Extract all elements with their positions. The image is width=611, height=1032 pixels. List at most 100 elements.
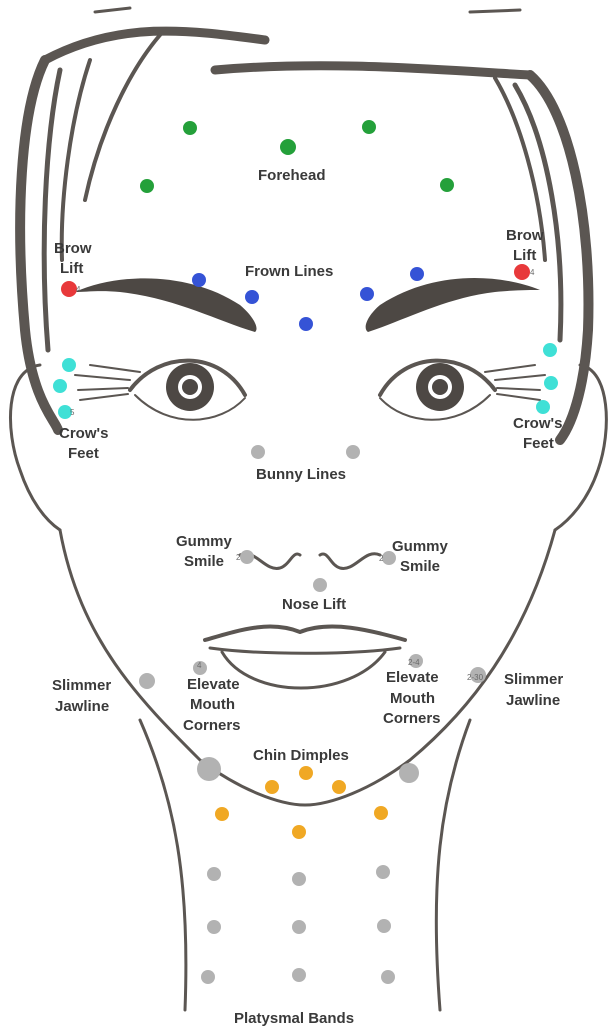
crows-feet-point[interactable] bbox=[543, 343, 557, 357]
hair-left-strand-3 bbox=[85, 35, 160, 200]
crows-feet-point[interactable] bbox=[536, 400, 550, 414]
chin-dimples-point[interactable] bbox=[332, 780, 346, 794]
lip-line bbox=[210, 648, 400, 653]
crows-feet-point[interactable] bbox=[62, 358, 76, 372]
platysmal-bands-point[interactable] bbox=[201, 970, 215, 984]
platysmal-bands-point[interactable] bbox=[381, 970, 395, 984]
label-frown-lines: Frown Lines bbox=[245, 263, 333, 280]
frown-point[interactable] bbox=[410, 267, 424, 281]
label-gummy-smile-left-line1: Gummy bbox=[176, 533, 233, 550]
brow-right-unit: 4 bbox=[530, 268, 535, 277]
hair-left-strand-1 bbox=[44, 70, 60, 350]
jaw-right-unit: 2-30 bbox=[467, 673, 484, 682]
label-crows-feet-left-line1: Crow's bbox=[59, 425, 108, 442]
chin-dimples-point[interactable] bbox=[292, 825, 306, 839]
eye-right bbox=[380, 361, 545, 420]
chin-dimples-point[interactable] bbox=[215, 807, 229, 821]
elevate-left-unit: 4 bbox=[197, 661, 202, 670]
label-gummy-smile-right-line2: Smile bbox=[400, 558, 440, 575]
gummy-left-unit: 2 bbox=[236, 553, 241, 562]
eyebrow-right bbox=[366, 278, 540, 332]
bunny-lines-point[interactable] bbox=[346, 445, 360, 459]
label-elevate-right-line3: Corners bbox=[383, 710, 441, 727]
label-elevate-right-line2: Mouth bbox=[390, 690, 435, 707]
label-slimmer-jawline-left-line2: Jawline bbox=[55, 698, 109, 715]
gummy-smile-point-left[interactable] bbox=[240, 550, 254, 564]
label-elevate-left-line3: Corners bbox=[183, 717, 241, 734]
chin-dimples-point[interactable] bbox=[299, 766, 313, 780]
frown-point[interactable] bbox=[299, 317, 313, 331]
hair-top-right bbox=[215, 66, 530, 75]
forehead-point[interactable] bbox=[440, 178, 454, 192]
label-gummy-smile-right-line1: Gummy bbox=[392, 538, 449, 555]
label-brow-lift-left-line2: Lift bbox=[60, 260, 83, 277]
upper-lip bbox=[205, 627, 405, 640]
platysmal-bands-point[interactable] bbox=[292, 920, 306, 934]
label-nose-lift: Nose Lift bbox=[282, 596, 346, 613]
brow-lift-point-left[interactable] bbox=[61, 281, 77, 297]
injection-points bbox=[53, 120, 558, 984]
brow-lift-point-right[interactable] bbox=[514, 264, 530, 280]
nose-lift-point[interactable] bbox=[313, 578, 327, 592]
label-elevate-left-line2: Mouth bbox=[190, 696, 235, 713]
forehead-point[interactable] bbox=[280, 139, 296, 155]
label-elevate-right-line1: Elevate bbox=[386, 669, 439, 686]
crow-left-unit: 5 bbox=[70, 408, 75, 417]
platysmal-bands-point[interactable] bbox=[207, 920, 221, 934]
eye-right-lashes bbox=[485, 365, 545, 400]
hair-fragment-2 bbox=[470, 10, 520, 12]
platysmal-bands-point[interactable] bbox=[207, 867, 221, 881]
hair-top-left bbox=[45, 31, 265, 60]
frown-point[interactable] bbox=[192, 273, 206, 287]
eye-right-pupil bbox=[432, 379, 448, 395]
chin-dimples-point[interactable] bbox=[265, 780, 279, 794]
platysmal-bands-point[interactable] bbox=[292, 968, 306, 982]
nose-right-nostril bbox=[320, 554, 380, 569]
label-gummy-smile-left-line2: Smile bbox=[184, 553, 224, 570]
eyebrow-left bbox=[75, 278, 257, 332]
forehead-point[interactable] bbox=[183, 121, 197, 135]
label-forehead: Forehead bbox=[258, 167, 326, 184]
gummy-right-unit: 2 bbox=[379, 554, 384, 563]
brow-left-unit: 4 bbox=[76, 285, 81, 294]
forehead-point[interactable] bbox=[362, 120, 376, 134]
label-brow-lift-right-line2: Lift bbox=[513, 247, 536, 264]
label-crows-feet-right-line1: Crow's bbox=[513, 415, 562, 432]
chin-dimples-point[interactable] bbox=[374, 806, 388, 820]
hair-fragment-1 bbox=[95, 8, 130, 12]
nose bbox=[240, 554, 380, 569]
label-brow-lift-left-line1: Brow bbox=[54, 240, 92, 257]
slimmer-jawline-point-left[interactable] bbox=[139, 673, 155, 689]
forehead-point[interactable] bbox=[140, 179, 154, 193]
eye-left bbox=[75, 361, 245, 420]
label-platysmal-bands: Platysmal Bands bbox=[234, 1010, 354, 1027]
frown-point[interactable] bbox=[245, 290, 259, 304]
label-crows-feet-left-line2: Feet bbox=[68, 445, 99, 462]
label-slimmer-jawline-right-line2: Jawline bbox=[506, 692, 560, 709]
label-slimmer-jawline-right-line1: Slimmer bbox=[504, 671, 563, 688]
bunny-lines-point[interactable] bbox=[251, 445, 265, 459]
region-labels: Forehead Frown Lines Brow Lift Brow Lift… bbox=[52, 167, 563, 1027]
label-chin-dimples: Chin Dimples bbox=[253, 747, 349, 764]
platysmal-bands-point[interactable] bbox=[377, 919, 391, 933]
face-outline bbox=[10, 8, 606, 1010]
label-crows-feet-right-line2: Feet bbox=[523, 435, 554, 452]
crows-feet-point[interactable] bbox=[544, 376, 558, 390]
jaw-corner-point-right[interactable] bbox=[399, 763, 419, 783]
frown-point[interactable] bbox=[360, 287, 374, 301]
platysmal-bands-point[interactable] bbox=[292, 872, 306, 886]
jaw-corner-point-left[interactable] bbox=[197, 757, 221, 781]
eye-left-lashes bbox=[75, 365, 140, 400]
eye-left-pupil bbox=[182, 379, 198, 395]
label-brow-lift-right-line1: Brow bbox=[506, 227, 544, 244]
lower-lip bbox=[222, 652, 385, 688]
hair-left-strand-2 bbox=[62, 60, 90, 260]
platysmal-bands-point[interactable] bbox=[376, 865, 390, 879]
neck-left bbox=[140, 720, 186, 1010]
label-bunny-lines: Bunny Lines bbox=[256, 466, 346, 483]
crows-feet-point[interactable] bbox=[53, 379, 67, 393]
label-elevate-left-line1: Elevate bbox=[187, 676, 240, 693]
label-slimmer-jawline-left-line1: Slimmer bbox=[52, 677, 111, 694]
